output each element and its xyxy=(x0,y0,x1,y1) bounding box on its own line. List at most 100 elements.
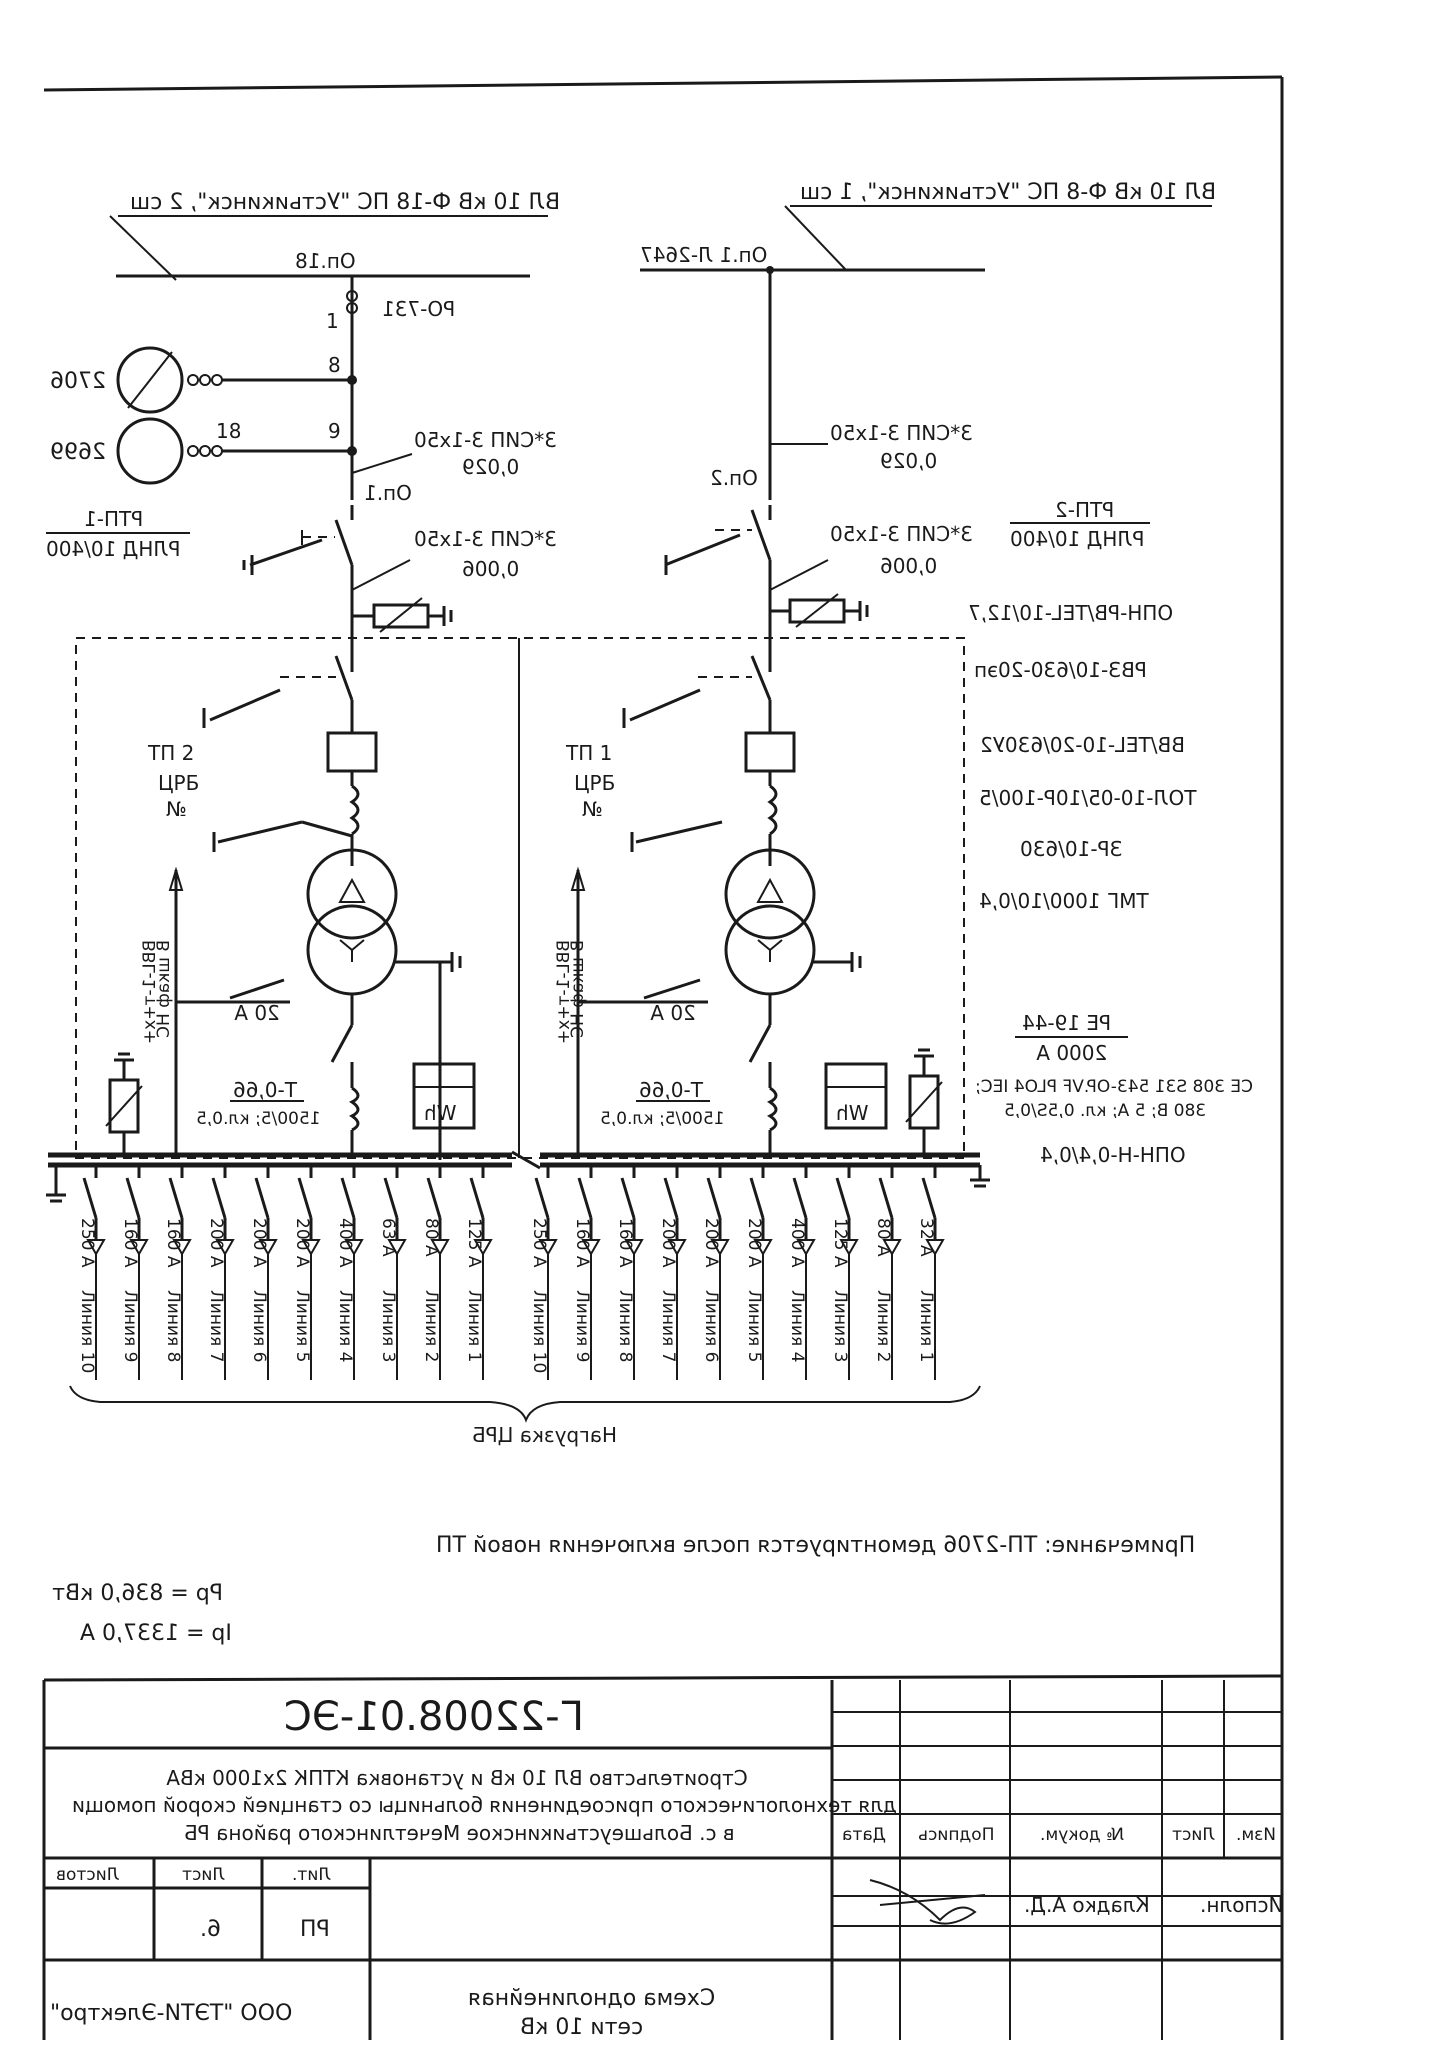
tp-right-wh: Wh xyxy=(836,1101,868,1125)
tp-right-crb: ЦРБ xyxy=(574,771,615,795)
stamp-sheet-h: Лист xyxy=(182,1865,225,1885)
tp-right-name: ТП 1 xyxy=(565,741,612,765)
line-rating: 125 А xyxy=(464,1218,484,1268)
opn-n-label: ОПН-Н-0,4/0,4 xyxy=(1040,1143,1186,1167)
stamp-desc-2: для технологического присоединения больн… xyxy=(72,1793,897,1817)
right-support-label: Оп.1 Л-2647 xyxy=(640,243,767,267)
re-current: 2000 А xyxy=(1036,1041,1107,1065)
stamp-h-izm: Изм. xyxy=(1236,1825,1276,1845)
line-name: Линия 8 xyxy=(615,1290,635,1362)
line-name: Линия 10 xyxy=(77,1290,97,1373)
tp-right-num: № xyxy=(582,797,603,821)
line-name: Линия 5 xyxy=(292,1290,312,1362)
opn-rv-label: ОПН-РВ/TEL-10/12,7 xyxy=(968,601,1173,625)
meter-ce-label: CE 308 S31 543-OP.VF PLO4 IEC; xyxy=(975,1077,1253,1097)
feeder-right: ВЛ 10 кВ Ф-8 ПС "Устьикинск", 1 сш Оп.1 … xyxy=(640,180,1216,500)
tp-right-vbl: ВВL-1-т+х+ xyxy=(554,940,574,1044)
line-rating: 32 А xyxy=(916,1218,936,1257)
re-label: РЕ 19-44 xyxy=(1022,1011,1111,1035)
line-name: Линия 4 xyxy=(787,1290,807,1362)
tp-2706-label: 2706 xyxy=(50,369,106,394)
line-rating: 63 А xyxy=(378,1218,398,1257)
line-name: Линия 1 xyxy=(916,1290,936,1362)
transformer-left-hv xyxy=(306,848,398,940)
line-name: Линия 3 xyxy=(378,1290,398,1362)
tp-left-ct-params: 1500/5; кл.0,5 xyxy=(196,1109,321,1129)
stamp-sheets-h: Листов xyxy=(56,1865,120,1885)
cable-left-1: 3*СИП 3-1х50 xyxy=(414,428,557,452)
stamp-drawing-name-1: Схема однолинейная xyxy=(468,1986,715,2011)
stamp-drawing-name-2: сети 10 кВ xyxy=(520,2015,643,2040)
feeder-right-title: ВЛ 10 кВ Ф-8 ПС "Устьикинск", 1 сш xyxy=(800,180,1216,205)
line-rating: 200 А xyxy=(249,1218,269,1268)
stamp-code: Г-22008.01-ЭС xyxy=(284,1694,584,1740)
line-rating: 200 А xyxy=(701,1218,721,1268)
op1-left: Оп.1 xyxy=(364,481,412,505)
line-rating: 400 А xyxy=(335,1218,355,1268)
outgoing-line: 200 А Линия 5 xyxy=(292,1165,321,1380)
stamp-desc-1: Строительство ВЛ 10 кВ и установка КТПК … xyxy=(166,1766,748,1790)
line-name: Линия 8 xyxy=(163,1290,183,1362)
rtp-section: РТП-1 РЛНД 10/400 РТП-2 РЛНД 10/400 3*СИ… xyxy=(46,498,1150,640)
transformer-right-hv xyxy=(724,848,816,940)
ktp-enclosure xyxy=(75,637,965,1159)
line-rating: 200 А xyxy=(744,1218,764,1268)
line-rating: 250 А xyxy=(529,1218,549,1268)
line-name: Линия 3 xyxy=(830,1290,850,1362)
tp-left-wh: Wh xyxy=(424,1101,456,1125)
node-1-label: 1 xyxy=(326,309,339,333)
stamp-h-sign: Подпись xyxy=(918,1825,994,1845)
line-rating: 200 А xyxy=(206,1218,226,1268)
feeder-left: ВЛ 10 кВ Ф-18 ПС "Устьикинск", 2 сш Оп.1… xyxy=(50,190,560,505)
cable-right-1: 3*СИП 3-1х50 xyxy=(830,421,973,445)
tp-left-crb: ЦРБ xyxy=(158,771,199,795)
meter-right xyxy=(824,1062,888,1130)
len-left-2: 0,006 xyxy=(462,557,519,581)
op2-right: Оп.2 xyxy=(710,466,758,490)
ro-label: РО-731 xyxy=(382,297,455,321)
line-rating: 160 А xyxy=(572,1218,592,1268)
feeder-left-title: ВЛ 10 кВ Ф-18 ПС "Устьикинск", 2 сш xyxy=(130,190,560,215)
rtp1-type: РЛНД 10/400 xyxy=(46,537,180,561)
line-name: Линия 10 xyxy=(529,1290,549,1373)
node-9-label: 9 xyxy=(328,419,341,443)
tp-left-cell: 20 А ВВL-1-т+х+ В шкаф НС ТП 2 ЦРБ № Т-0… xyxy=(105,640,476,1160)
line-rating: 250 А xyxy=(77,1218,97,1268)
tp-right-fuse: 20 А xyxy=(650,1001,696,1025)
vv-label: ВВ/TEL-10-20/630У2 xyxy=(980,733,1185,757)
stamp-h-date: Дата xyxy=(842,1825,886,1845)
line-name: Линия 6 xyxy=(249,1290,269,1362)
meter-left xyxy=(412,1062,476,1130)
line-name: Линия 6 xyxy=(701,1290,721,1362)
line-rating: 160 А xyxy=(120,1218,140,1268)
ct-left xyxy=(349,784,360,836)
busbars xyxy=(46,1150,990,1203)
rtp2-type: РЛНД 10/400 xyxy=(1010,527,1144,551)
tp-2699-label: 2699 xyxy=(50,440,106,465)
tp-left-vbl: ВВL-1-т+х+ xyxy=(140,940,160,1044)
line-rating: 200 А xyxy=(292,1218,312,1268)
ct-right xyxy=(767,784,778,836)
tp-right-cell: 20 А ВВL-1-т+х+ В шкаф НС ТП 1 ЦРБ № Т-0… xyxy=(554,640,943,1155)
tp-left-num: № xyxy=(166,797,187,821)
line-name: Линия 2 xyxy=(421,1290,441,1362)
tp-2699-symbol xyxy=(116,417,184,485)
stamp-desc-3: в с. Большеустьикинское Мечетлинского ра… xyxy=(184,1821,735,1845)
rvz-label: РВЗ-10/630-20эп xyxy=(974,658,1147,682)
outgoing-line: 250 А Линия 10 xyxy=(77,1165,106,1380)
cable-right-2: 3*СИП 3-1х50 xyxy=(830,522,973,546)
line-name: Линия 7 xyxy=(658,1290,678,1362)
line-name: Линия 7 xyxy=(206,1290,226,1362)
tp-right-ct: Т-0,66 xyxy=(639,1078,704,1102)
outgoing-line: 250 А Линия 10 xyxy=(529,1165,558,1380)
cable-left-2: 3*СИП 3-1х50 xyxy=(414,527,557,551)
tp-2706-symbol xyxy=(116,346,184,414)
stamp-sheet: 6. xyxy=(200,1917,221,1942)
